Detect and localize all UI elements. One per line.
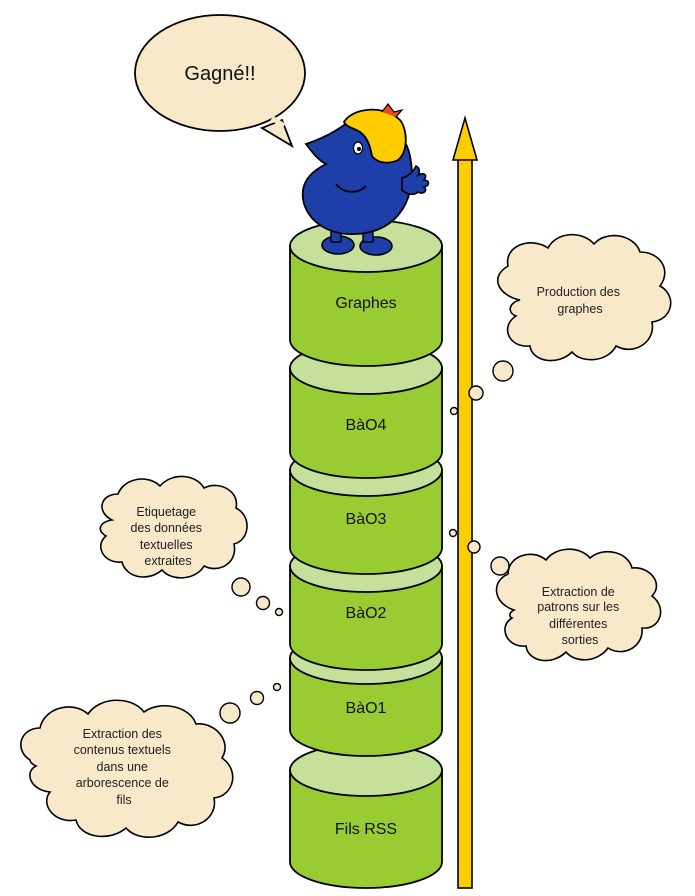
speech-bubble: Gagné!! (134, 14, 306, 149)
thought-cloud-production: Production des graphes (449, 233, 672, 416)
cylinder-label-graphes: Graphes (335, 295, 396, 312)
character-smile (335, 183, 367, 193)
cylinder-fils-rss: Fils RSS (289, 743, 443, 889)
cloud-text-etiquetage: Etiquetage des données textuelles extrai… (130, 505, 205, 568)
cylinder-stack: Fils RSS BàO1 BàO2 BàO3 BàO4 (289, 219, 443, 889)
cloud-text-extraction-contenus: Extraction des contenus textuels dans un… (74, 727, 175, 807)
character-hand (401, 164, 430, 195)
cylinder-label-bao1: BàO1 (346, 700, 387, 717)
cloud-text-production: Production des graphes (537, 285, 624, 316)
cylinder-label-bao4: BàO4 (346, 417, 387, 434)
cylinder-label-fils-rss: Fils RSS (335, 821, 397, 838)
thought-cloud-etiquetage: Etiquetage des données textuelles extrai… (99, 475, 284, 617)
thought-cloud-extraction-contenus: Extraction des contenus textuels dans un… (20, 682, 282, 838)
speech-bubble-text: Gagné!! (184, 63, 255, 85)
progress-arrow (451, 115, 479, 889)
cylinder-label-bao2: BàO2 (346, 605, 387, 622)
character-illustration (301, 103, 430, 256)
cylinder-label-bao3: BàO3 (346, 511, 387, 528)
thought-cloud-extraction-patrons: Extraction de patrons sur les différente… (448, 528, 662, 662)
cylinder-graphes: Graphes (289, 219, 443, 367)
cloud-text-extraction-patrons: Extraction de patrons sur les différente… (537, 585, 622, 647)
